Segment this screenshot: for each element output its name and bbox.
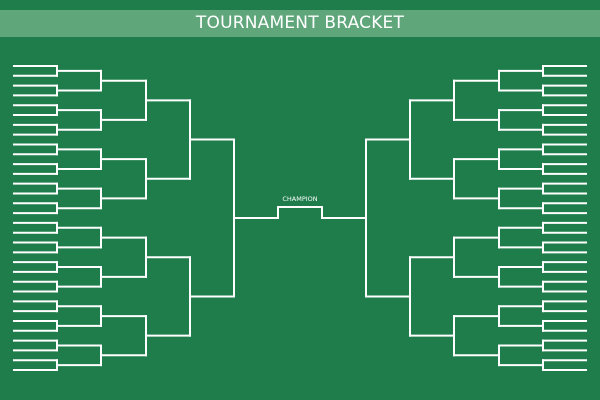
champion-label: CHAMPION xyxy=(282,195,317,203)
left-bracket xyxy=(13,65,235,371)
championship-final xyxy=(233,206,367,219)
page-title: TOURNAMENT BRACKET xyxy=(0,10,600,37)
right-bracket xyxy=(365,65,587,371)
